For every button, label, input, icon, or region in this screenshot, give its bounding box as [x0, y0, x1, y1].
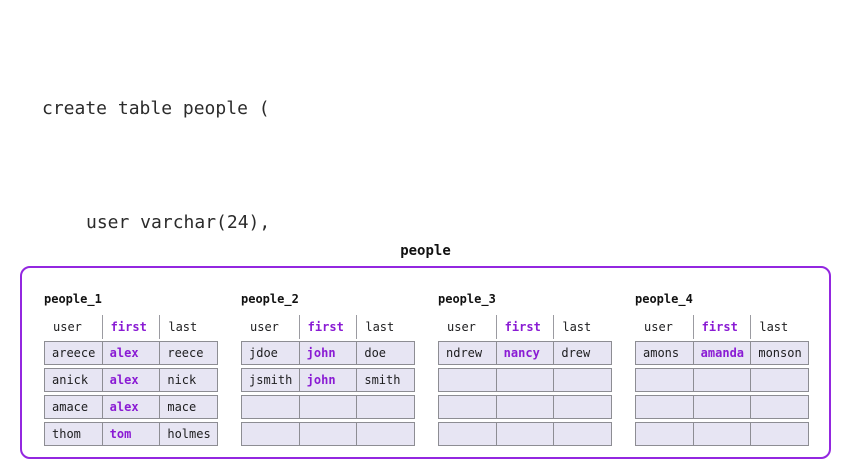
cell-user	[439, 423, 496, 445]
cell-user	[439, 396, 496, 418]
table-row: amace alex mace	[44, 395, 218, 419]
cell-user: thom	[52, 427, 81, 441]
column-header-first: first	[692, 315, 751, 339]
column-header-first: first	[101, 315, 160, 339]
shard-table-people-4: people_4 user first last amons amanda mo…	[635, 292, 809, 457]
shard-table-people-3: people_3 user first last ndrew nancy dre…	[438, 292, 612, 457]
cell-last: reece	[159, 342, 217, 364]
cell-last	[553, 423, 611, 445]
code-line-user: user varchar(24),	[86, 212, 271, 233]
table-row-empty	[241, 395, 415, 419]
cell-user: areece	[52, 346, 96, 360]
cell-last: monson	[750, 342, 808, 364]
cell-first	[495, 396, 554, 418]
table-row: areece alex reece	[44, 341, 218, 365]
column-header-user: user	[644, 320, 673, 334]
cell-last	[356, 423, 414, 445]
column-header-first: first	[495, 315, 554, 339]
cell-last: doe	[356, 342, 414, 364]
table-row: thom tom holmes	[44, 422, 218, 446]
cell-first	[692, 423, 751, 445]
cell-first	[495, 423, 554, 445]
shard-table-people-1: people_1 user first last areece alex ree…	[44, 292, 218, 457]
header-row: user first last	[438, 315, 612, 339]
column-header-user: user	[53, 320, 82, 334]
code-line-create: create table people (	[42, 98, 270, 119]
table-row: anick alex nick	[44, 368, 218, 392]
table-row-empty	[635, 422, 809, 446]
column-header-first: first	[298, 315, 357, 339]
table-row-empty	[438, 422, 612, 446]
cell-user	[439, 369, 496, 391]
column-header-user: user	[447, 320, 476, 334]
table-row-empty	[438, 395, 612, 419]
cluster-label: people	[400, 243, 451, 259]
header-row: user first last	[635, 315, 809, 339]
table-row: amons amanda monson	[635, 341, 809, 365]
cell-last: drew	[553, 342, 611, 364]
cell-first: john	[298, 369, 357, 391]
shard-table-people-2: people_2 user first last jdoe john doe j…	[241, 292, 415, 457]
column-header-user: user	[250, 320, 279, 334]
cell-last	[750, 423, 808, 445]
cell-last: mace	[159, 396, 217, 418]
cell-first: nancy	[495, 342, 554, 364]
shard-name: people_4	[635, 292, 693, 306]
shard-name: people_2	[241, 292, 299, 306]
cell-last: nick	[159, 369, 217, 391]
cell-user: anick	[52, 373, 89, 387]
table-row-empty	[635, 395, 809, 419]
cell-user	[242, 396, 299, 418]
table-row-empty	[438, 368, 612, 392]
table-row: ndrew nancy drew	[438, 341, 612, 365]
cell-last: holmes	[159, 423, 217, 445]
table-row: jdoe john doe	[241, 341, 415, 365]
shard-name: people_3	[438, 292, 496, 306]
cell-first: alex	[101, 369, 160, 391]
cell-last	[553, 396, 611, 418]
cell-first	[692, 396, 751, 418]
cell-last	[553, 369, 611, 391]
header-row: user first last	[241, 315, 415, 339]
cell-first	[495, 369, 554, 391]
cell-first: amanda	[692, 342, 751, 364]
cell-user	[636, 369, 693, 391]
cell-user: amons	[643, 346, 680, 360]
table-row: jsmith john smith	[241, 368, 415, 392]
cell-user: amace	[52, 400, 89, 414]
cluster-box: people_1 user first last areece alex ree…	[20, 266, 831, 459]
column-header-last: last	[553, 315, 611, 339]
cell-first: alex	[101, 342, 160, 364]
cell-first	[298, 396, 357, 418]
cell-user: jdoe	[249, 346, 278, 360]
cell-first: john	[298, 342, 357, 364]
cell-user	[636, 396, 693, 418]
cell-first	[298, 423, 357, 445]
table-row-empty	[635, 368, 809, 392]
cell-user	[242, 423, 299, 445]
column-header-last: last	[159, 315, 217, 339]
cell-user	[636, 423, 693, 445]
cell-last: smith	[356, 369, 414, 391]
column-header-last: last	[356, 315, 414, 339]
cell-first: alex	[101, 396, 160, 418]
cell-user: jsmith	[249, 373, 293, 387]
header-row: user first last	[44, 315, 218, 339]
cell-user: ndrew	[446, 346, 483, 360]
cell-first: tom	[101, 423, 160, 445]
cell-last	[750, 396, 808, 418]
cell-first	[692, 369, 751, 391]
shard-name: people_1	[44, 292, 102, 306]
cell-last	[750, 369, 808, 391]
cell-last	[356, 396, 414, 418]
column-header-last: last	[750, 315, 808, 339]
table-row-empty	[241, 422, 415, 446]
